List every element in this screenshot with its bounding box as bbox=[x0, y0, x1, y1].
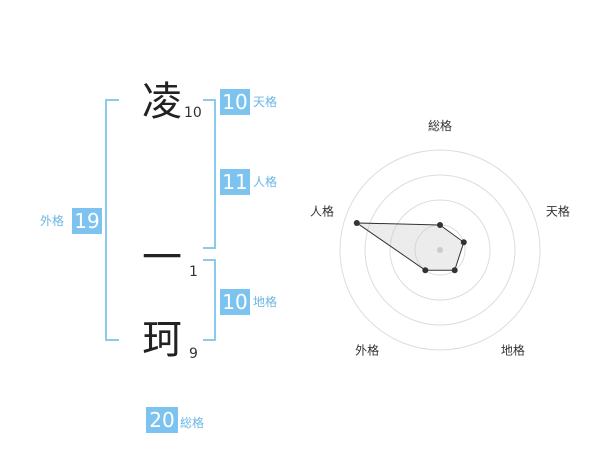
soukaku-label: 総格 bbox=[180, 416, 205, 430]
stroke-count-1: 10 bbox=[184, 105, 202, 121]
radar-point-4 bbox=[422, 267, 429, 274]
radar-ring-4 bbox=[339, 149, 541, 351]
chikaku-value: 10 bbox=[220, 289, 250, 315]
jinkaku-value: 11 bbox=[220, 169, 250, 195]
radar-axis-label-3: 地格 bbox=[501, 342, 525, 357]
radar-point-2 bbox=[460, 239, 467, 246]
radar-rings bbox=[339, 149, 541, 351]
radar-point-3 bbox=[451, 267, 458, 274]
radar-ring-3 bbox=[364, 174, 516, 326]
chikaku-bracket bbox=[203, 259, 216, 341]
tenkaku-label: 天格 bbox=[253, 95, 278, 109]
radar-axis-label-2: 天格 bbox=[546, 204, 570, 219]
radar-series-polygon bbox=[355, 222, 465, 271]
gaikaku-label: 外格 bbox=[40, 214, 65, 228]
radar-shape bbox=[355, 222, 465, 271]
radar-axis-label-5: 人格 bbox=[310, 204, 334, 219]
radar-axis-label-4: 外格 bbox=[355, 342, 379, 357]
radar-point-1 bbox=[437, 222, 443, 228]
gaikaku-value: 19 bbox=[72, 208, 102, 234]
name-char-3: 珂 bbox=[142, 317, 182, 363]
soukaku-value: 20 bbox=[146, 407, 178, 433]
stroke-count-3: 9 bbox=[189, 346, 198, 362]
tenkaku-value: 10 bbox=[220, 89, 250, 115]
jinkaku-label: 人格 bbox=[253, 175, 278, 189]
jinkaku-bracket bbox=[203, 99, 216, 249]
name-char-1: 凌 bbox=[142, 79, 182, 125]
gaikaku-bracket bbox=[105, 99, 119, 341]
radar-point-5 bbox=[353, 219, 360, 226]
radar-axis-label-1: 総格 bbox=[428, 118, 452, 133]
radar-ring-2 bbox=[389, 199, 491, 301]
radar-center bbox=[437, 247, 443, 253]
name-char-2: 一 bbox=[142, 235, 182, 281]
radar-points bbox=[353, 219, 467, 274]
stroke-count-2: 1 bbox=[189, 264, 198, 280]
chikaku-label: 地格 bbox=[253, 295, 278, 309]
